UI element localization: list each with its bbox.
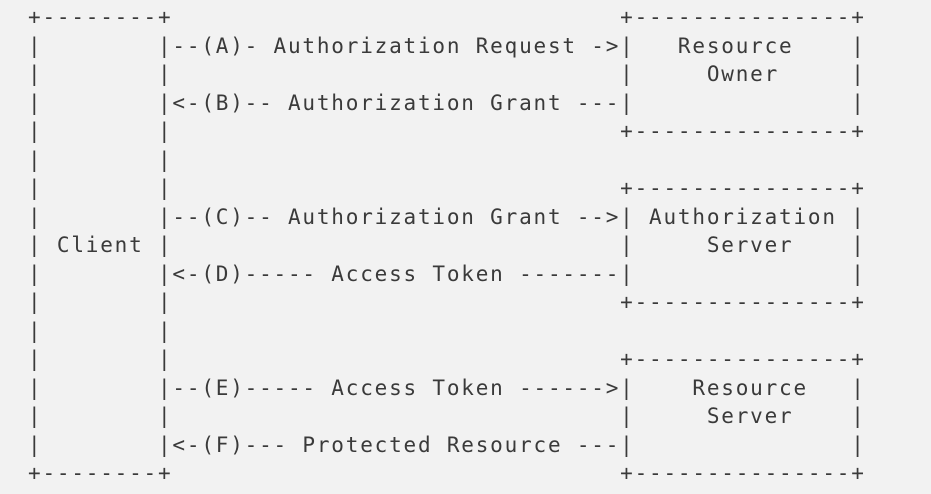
diagram-line: | |--(C)-- Authorization Grant -->| Auth… [28,204,866,229]
diagram-line: | | +---------------+ [28,119,866,143]
diagram-line: | |<-(D)----- Access Token -------| | [28,261,866,286]
diagram-line: +--------+ +---------------+ [28,5,866,29]
diagram-line: | | [28,318,173,343]
diagram-line: | |<-(F)--- Protected Resource ---| | [28,432,866,457]
diagram-line: | |<-(B)-- Authorization Grant ---| | [28,90,866,115]
diagram-line: | | +---------------+ [28,290,866,314]
diagram-line: | Client | | Server | [28,233,866,257]
diagram-line: | | [28,147,173,172]
diagram-line: | | +---------------+ [28,176,866,200]
diagram-line: | | | Server | [28,404,866,428]
diagram-line: | | +---------------+ [28,347,866,371]
diagram-line: +--------+ +---------------+ [28,461,866,485]
diagram-line: | | | Owner | [28,62,866,86]
diagram-line: | |--(A)- Authorization Request ->| Reso… [28,33,866,58]
diagram-line: | |--(E)----- Access Token ------>| Reso… [28,375,866,400]
